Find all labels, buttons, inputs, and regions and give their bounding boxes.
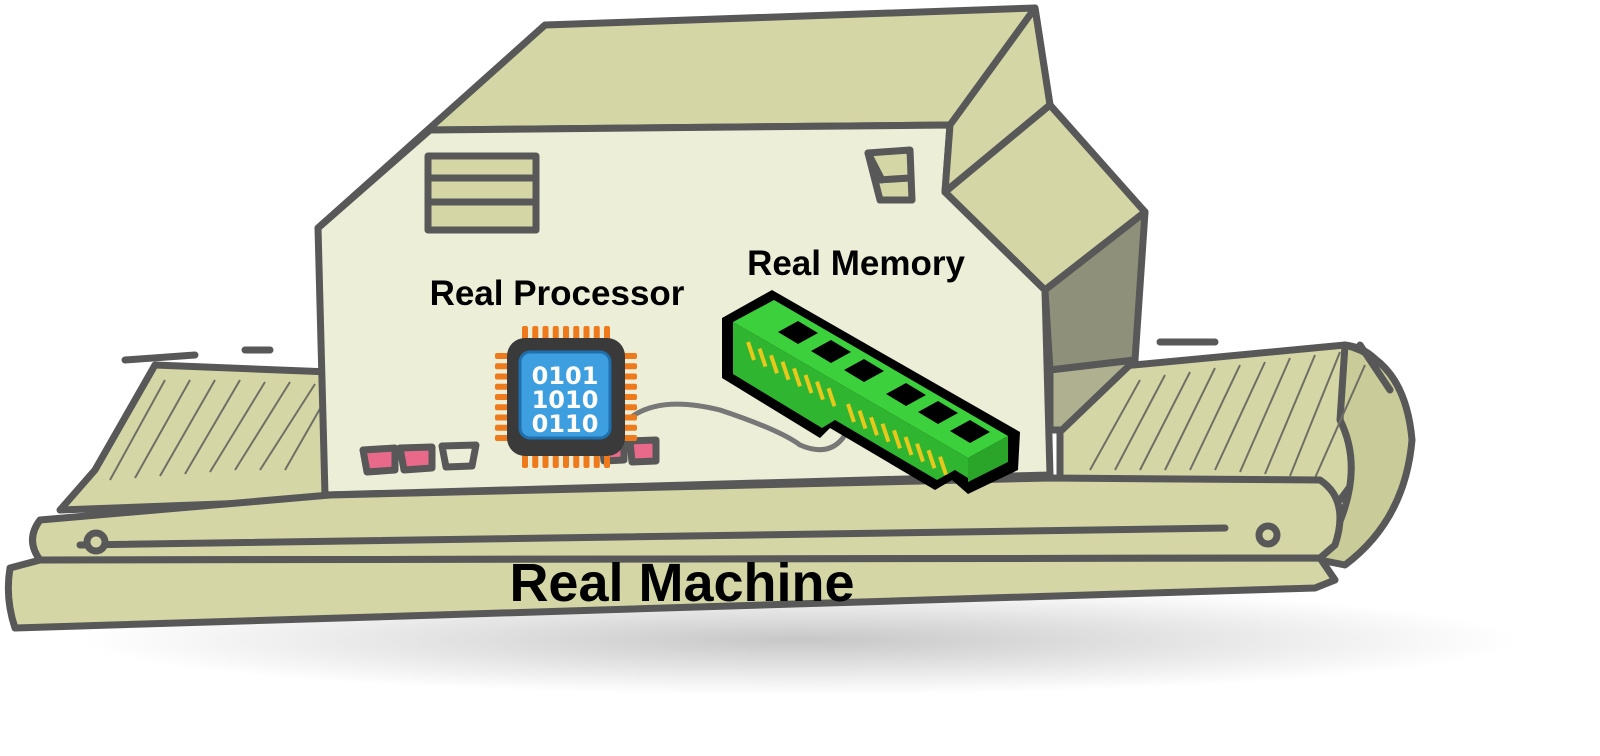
ram-contact xyxy=(903,436,914,456)
front-button-1 xyxy=(359,444,399,476)
belt-bolt-right xyxy=(1255,522,1281,548)
front-buttons xyxy=(359,436,660,476)
ram-contact xyxy=(769,354,779,374)
memory-label: Real Memory xyxy=(747,244,965,283)
ram-contact xyxy=(780,361,791,381)
cpu-pin xyxy=(623,353,637,359)
cpu-pin xyxy=(563,454,569,468)
power-switch-icon xyxy=(864,146,916,204)
cpu-pin xyxy=(542,454,549,468)
ram-contact xyxy=(792,367,802,388)
machine-side-recess xyxy=(1046,356,1139,434)
cpu-pin xyxy=(532,326,539,340)
cpu-pin xyxy=(542,326,549,340)
cpu-pin xyxy=(623,394,637,400)
belt-sketch-marks xyxy=(121,338,1394,394)
ram-contacts xyxy=(746,341,948,476)
conveyor-belt xyxy=(56,338,1416,569)
belt-rail-lower xyxy=(4,554,1339,632)
cpu-pin xyxy=(495,404,509,411)
cpu-pin xyxy=(532,454,539,468)
ram-contact xyxy=(892,429,902,450)
ram-contact xyxy=(926,449,937,469)
cpu-pin xyxy=(623,383,637,390)
cpu-pin xyxy=(604,326,610,340)
cpu-binary-line-1: 0101 xyxy=(532,362,599,390)
ram-contact xyxy=(938,456,948,476)
cpu-pin xyxy=(583,454,590,468)
ram-chips xyxy=(778,321,990,443)
cpu-pin xyxy=(593,454,600,468)
ram-contact xyxy=(815,380,825,401)
cpu-ram-wire xyxy=(627,401,848,453)
ram-front-face xyxy=(733,322,968,480)
cpu-pin xyxy=(495,373,509,380)
cpu-pin xyxy=(495,435,509,441)
ram-contact xyxy=(803,374,814,394)
cpu-face xyxy=(518,350,612,440)
ram-contact xyxy=(857,409,868,430)
ram-contact xyxy=(826,387,837,407)
cpu-pin xyxy=(623,363,637,370)
ram-end-face xyxy=(968,436,1008,482)
vent-grille-icon xyxy=(424,152,540,234)
cpu-pin xyxy=(563,326,569,340)
cpu-pins xyxy=(495,326,637,468)
belt-bolt-left xyxy=(83,529,109,555)
cpu-pin xyxy=(552,454,559,468)
machine-body xyxy=(314,4,1149,499)
cpu-pin xyxy=(495,394,509,400)
cpu-pin xyxy=(623,414,637,421)
cpu-pin xyxy=(495,383,509,390)
cpu-pin xyxy=(573,454,580,468)
cpu-pin xyxy=(495,353,509,359)
ram-contact xyxy=(846,403,856,423)
belt-left-top xyxy=(56,361,334,514)
ram-contact xyxy=(757,347,768,368)
ram-stick-icon xyxy=(722,290,1020,494)
cpu-pin xyxy=(623,404,637,411)
belt-front-rail xyxy=(4,474,1344,632)
front-button-5 xyxy=(626,436,660,466)
cpu-pin xyxy=(604,454,610,468)
cpu-pin xyxy=(573,326,580,340)
cpu-pin xyxy=(623,435,637,441)
machine-label: Real Machine xyxy=(509,553,854,613)
cpu-pin xyxy=(522,326,528,340)
cpu-chip-icon: 0101 1010 0110 xyxy=(495,326,637,468)
cpu-binary-line-3: 0110 xyxy=(532,410,599,438)
belt-rail-inner-line xyxy=(76,524,1229,549)
cpu-pin xyxy=(495,363,509,370)
cpu-pin xyxy=(623,424,637,431)
cpu-pin xyxy=(583,326,590,340)
belt-hatching xyxy=(109,351,1366,481)
front-button-3 xyxy=(438,441,480,471)
front-button-2 xyxy=(396,443,436,474)
ram-contact xyxy=(880,423,891,443)
cpu-pin xyxy=(593,326,600,340)
cpu-pin xyxy=(552,326,559,340)
ram-contact xyxy=(869,416,879,436)
ram-contact xyxy=(746,341,756,361)
processor-label: Real Processor xyxy=(430,274,685,313)
cpu-binary-line-2: 1010 xyxy=(532,386,599,414)
cpu-pin xyxy=(623,373,637,380)
belt-right-roller xyxy=(1316,341,1416,569)
ram-contact xyxy=(915,442,925,463)
cpu-pin xyxy=(522,454,528,468)
cpu-pin xyxy=(495,414,509,421)
cpu-pin xyxy=(495,424,509,431)
